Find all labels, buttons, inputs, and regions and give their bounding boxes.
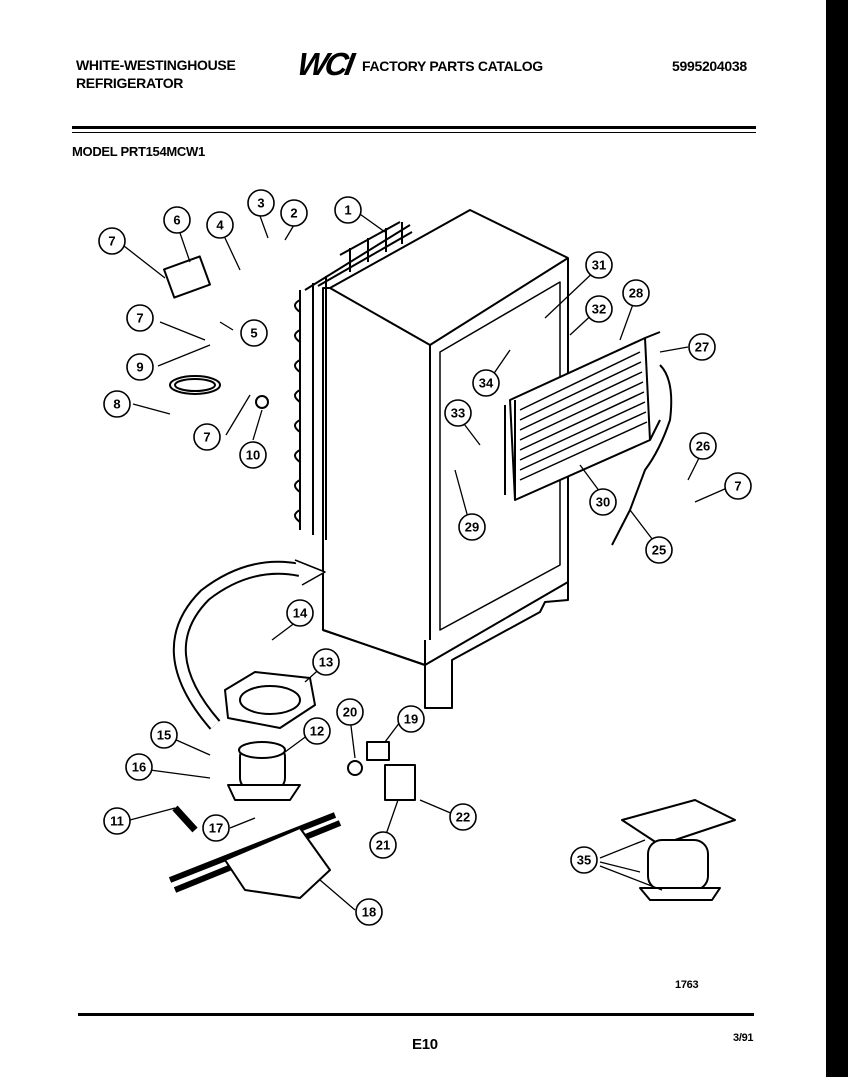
callout-21: 21 <box>376 838 390 853</box>
relay-drawing <box>347 741 416 801</box>
callout-30: 30 <box>596 495 610 510</box>
evaporator-drawing <box>504 331 673 546</box>
compressor-drawing <box>227 741 301 801</box>
model-label: MODEL PRT154MCW1 <box>72 144 205 159</box>
header-rule-thin <box>72 132 756 133</box>
callout-7b: 7 <box>136 311 143 326</box>
callout-19: 19 <box>404 712 418 727</box>
callout-34: 34 <box>479 376 494 391</box>
drawing-number: 1763 <box>675 979 699 991</box>
bracket-parts-drawing <box>163 255 269 833</box>
callout-18: 18 <box>362 905 376 920</box>
callout-7c: 7 <box>203 430 210 445</box>
callout-20: 20 <box>343 705 357 720</box>
page-code: E10 <box>412 1036 438 1053</box>
callout-29: 29 <box>465 520 479 535</box>
alt-compressor-drawing <box>621 799 736 901</box>
callout-10: 10 <box>246 448 260 463</box>
scan-edge-bar <box>826 0 848 1077</box>
callout-6: 6 <box>173 213 180 228</box>
callout-7a: 7 <box>108 234 115 249</box>
callout-2: 2 <box>290 206 297 221</box>
callout-12: 12 <box>310 724 324 739</box>
brand-line1: WHITE-WESTINGHOUSE <box>76 57 236 73</box>
drain-pan-drawing <box>224 671 316 729</box>
callout-28: 28 <box>629 286 643 301</box>
callout-31: 31 <box>592 258 606 273</box>
catalog-title: FACTORY PARTS CATALOG <box>362 58 543 74</box>
callout-15: 15 <box>157 728 171 743</box>
revision-date: 3/91 <box>733 1032 754 1044</box>
callout-22: 22 <box>456 810 470 825</box>
callout-5: 5 <box>250 326 257 341</box>
callout-4: 4 <box>216 218 224 233</box>
cabinet-drawing <box>322 209 569 709</box>
callout-14: 14 <box>293 606 308 621</box>
header-rule <box>72 126 756 129</box>
callout-11: 11 <box>110 814 124 829</box>
callout-3: 3 <box>257 196 264 211</box>
callout-7e-8: 8 <box>113 397 120 412</box>
callout-7d: 7 <box>734 479 741 494</box>
callout-33: 33 <box>451 406 465 421</box>
callout-13: 13 <box>319 655 333 670</box>
footer-rule <box>78 1013 754 1016</box>
callout-labels: 1 2 3 4 5 6 7 7 7 7 8 9 10 11 12 13 14 1… <box>108 196 741 920</box>
base-plate-drawing <box>168 812 342 899</box>
callout-32: 32 <box>592 302 606 317</box>
callout-35: 35 <box>577 853 591 868</box>
callout-16: 16 <box>132 760 146 775</box>
callout-1: 1 <box>344 203 351 218</box>
callout-9: 9 <box>136 360 143 375</box>
callout-26: 26 <box>696 439 710 454</box>
catalog-number: 5995204038 <box>672 58 747 74</box>
callout-25: 25 <box>652 543 666 558</box>
callout-27: 27 <box>695 340 709 355</box>
callout-17: 17 <box>209 821 223 836</box>
brand-line2: REFRIGERATOR <box>76 75 184 91</box>
condenser-coil-drawing <box>294 221 413 540</box>
callout-circles <box>98 189 752 926</box>
